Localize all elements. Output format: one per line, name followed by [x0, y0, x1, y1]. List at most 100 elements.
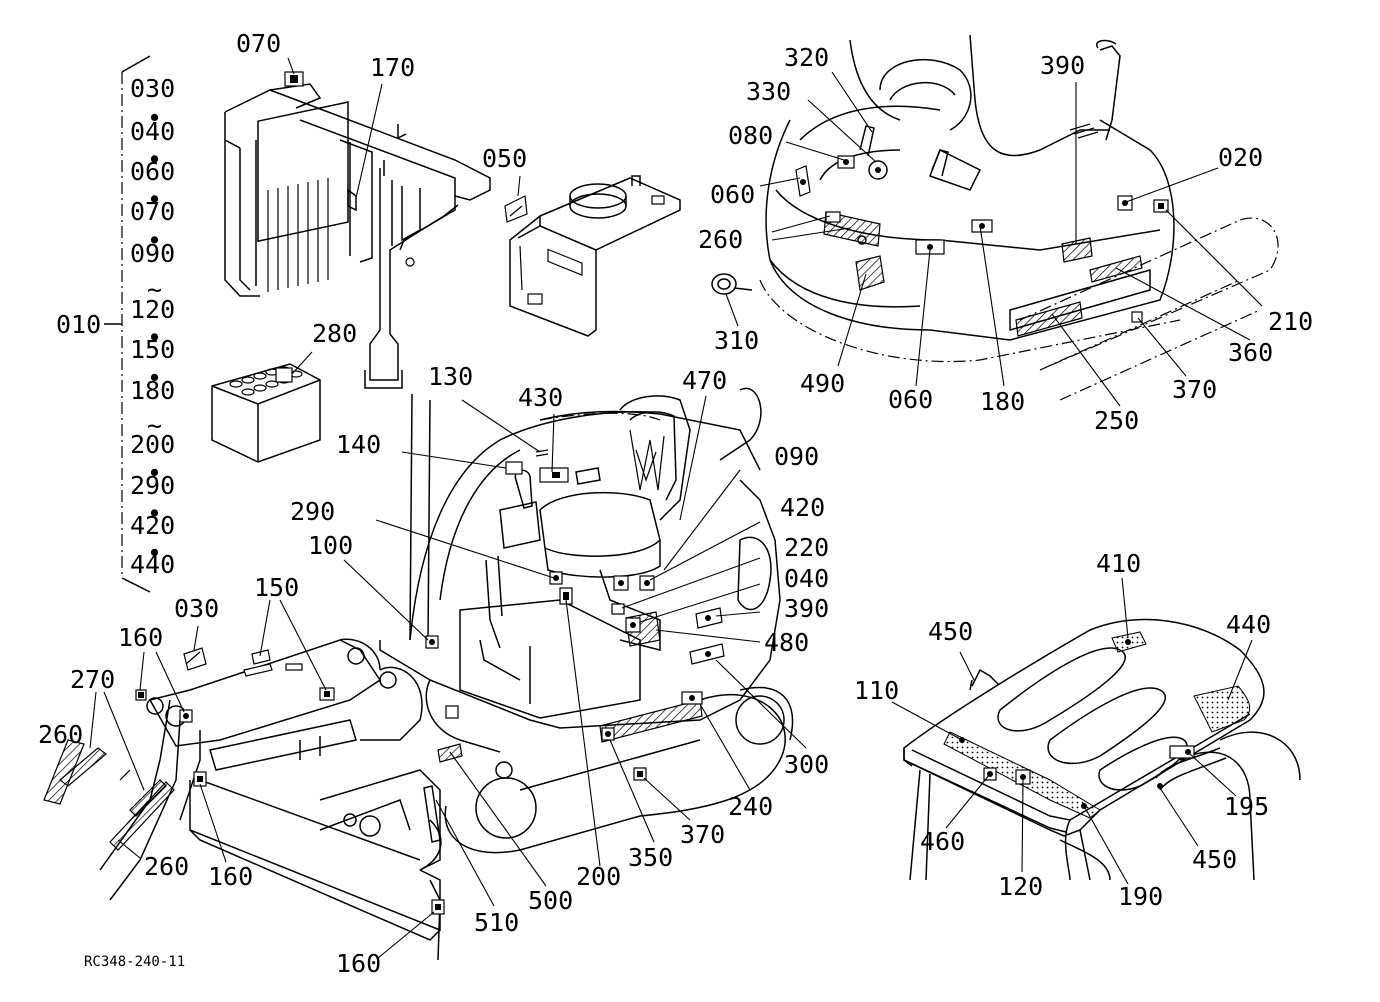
callout-120: 120	[998, 872, 1043, 901]
callout-330: 330	[746, 77, 791, 106]
machine-leaders	[89, 395, 807, 959]
group-item-290: 290	[130, 471, 175, 500]
callout-470: 470	[682, 366, 727, 395]
leader-280	[291, 351, 313, 375]
decal-030	[183, 647, 207, 671]
leader-170	[355, 83, 383, 199]
callout-490: 490	[800, 369, 845, 398]
callout-300: 300	[784, 750, 829, 779]
callout-240: 240	[728, 792, 773, 821]
callout-110: 110	[854, 676, 899, 705]
callout-080: 080	[728, 121, 773, 150]
group-label: 010	[56, 310, 101, 339]
callout-370a: 370	[1172, 375, 1217, 404]
group-item-180: 180	[130, 376, 175, 405]
list-separator: •	[147, 539, 162, 568]
callout-040: 040	[784, 564, 829, 593]
callout-420: 420	[780, 493, 825, 522]
callout-060a: 060	[710, 180, 755, 209]
callout-250: 250	[1094, 406, 1139, 435]
callout-460: 460	[920, 827, 965, 856]
rear-leaders	[725, 71, 1263, 407]
callout-280: 280	[312, 319, 357, 348]
callout-140: 140	[336, 430, 381, 459]
roof-leaders	[891, 577, 1253, 885]
callout-370b: 370	[680, 820, 725, 849]
list-separator: •	[147, 323, 162, 352]
decal-490-rear	[855, 255, 885, 291]
decal-440	[1193, 685, 1251, 733]
decal-390-rear	[1061, 237, 1093, 263]
list-separator: •	[147, 226, 162, 255]
list-separator: •	[147, 459, 162, 488]
callout-020: 020	[1218, 143, 1263, 172]
callout-430: 430	[518, 383, 563, 412]
machine-decals	[43, 449, 725, 915]
decal-150a	[251, 649, 271, 665]
group-item-070: 070	[130, 197, 175, 226]
callout-360: 360	[1228, 338, 1273, 367]
list-separator: •	[147, 145, 162, 174]
decal-500	[437, 743, 463, 763]
callout-195: 195	[1224, 792, 1269, 821]
callout-290: 290	[290, 497, 335, 526]
group-item-150: 150	[130, 335, 175, 364]
group-item-090: 090	[130, 239, 175, 268]
decal-370-rear	[1131, 311, 1143, 323]
decal-350-240	[599, 699, 703, 743]
group-item-120: 120	[130, 295, 175, 324]
canopy-roof-illustration	[903, 618, 1301, 881]
group-item-200: 200	[130, 430, 175, 459]
decal-260-boom	[109, 781, 175, 851]
group-item-040: 040	[130, 117, 175, 146]
callout-050: 050	[482, 144, 527, 173]
decal-220	[611, 603, 625, 615]
callout-510: 510	[474, 908, 519, 937]
callout-260a: 260	[698, 225, 743, 254]
callout-130: 130	[428, 362, 473, 391]
callout-350: 350	[628, 843, 673, 872]
callout-170: 170	[370, 53, 415, 82]
callout-260b: 260	[38, 720, 83, 749]
callout-030: 030	[174, 594, 219, 623]
leader-070	[287, 57, 295, 75]
battery-illustration	[211, 363, 321, 463]
list-separator: •	[147, 499, 162, 528]
radiator-frame-illustration	[224, 71, 491, 389]
decal-050	[504, 195, 528, 223]
callout-090: 090	[774, 442, 819, 471]
list-separator: •	[147, 104, 162, 133]
callout-200: 200	[576, 862, 621, 891]
range-separator: ~	[147, 275, 162, 304]
decal-150b	[243, 663, 273, 677]
callout-160a: 160	[118, 623, 163, 652]
decal-360-rear	[1089, 255, 1143, 283]
callout-390b: 390	[784, 594, 829, 623]
tank-illustration	[509, 175, 681, 337]
callout-060b: 060	[888, 385, 933, 414]
decal-050-line	[509, 205, 523, 217]
decal-130	[535, 449, 549, 457]
callout-100: 100	[308, 531, 353, 560]
callout-190: 190	[1118, 882, 1163, 911]
callout-450a: 450	[928, 617, 973, 646]
callout-410: 410	[1096, 549, 1141, 578]
group-item-420: 420	[130, 511, 175, 540]
callout-260c: 260	[144, 852, 189, 881]
group-item-list: 030040060070090120150180200290420440••••…	[130, 74, 175, 579]
rear-decals	[711, 155, 1169, 337]
callout-220: 220	[784, 533, 829, 562]
callout-440: 440	[1226, 610, 1271, 639]
group-item-030: 030	[130, 74, 175, 103]
group-bracket	[104, 55, 151, 593]
decal-140	[505, 461, 523, 475]
part-310	[711, 273, 737, 295]
list-separator: •	[147, 185, 162, 214]
figure-code: RC348-240-11	[84, 954, 185, 970]
callout-390a: 390	[1040, 51, 1085, 80]
group-item-440: 440	[130, 550, 175, 579]
callout-210: 210	[1268, 307, 1313, 336]
callout-070: 070	[236, 29, 281, 58]
